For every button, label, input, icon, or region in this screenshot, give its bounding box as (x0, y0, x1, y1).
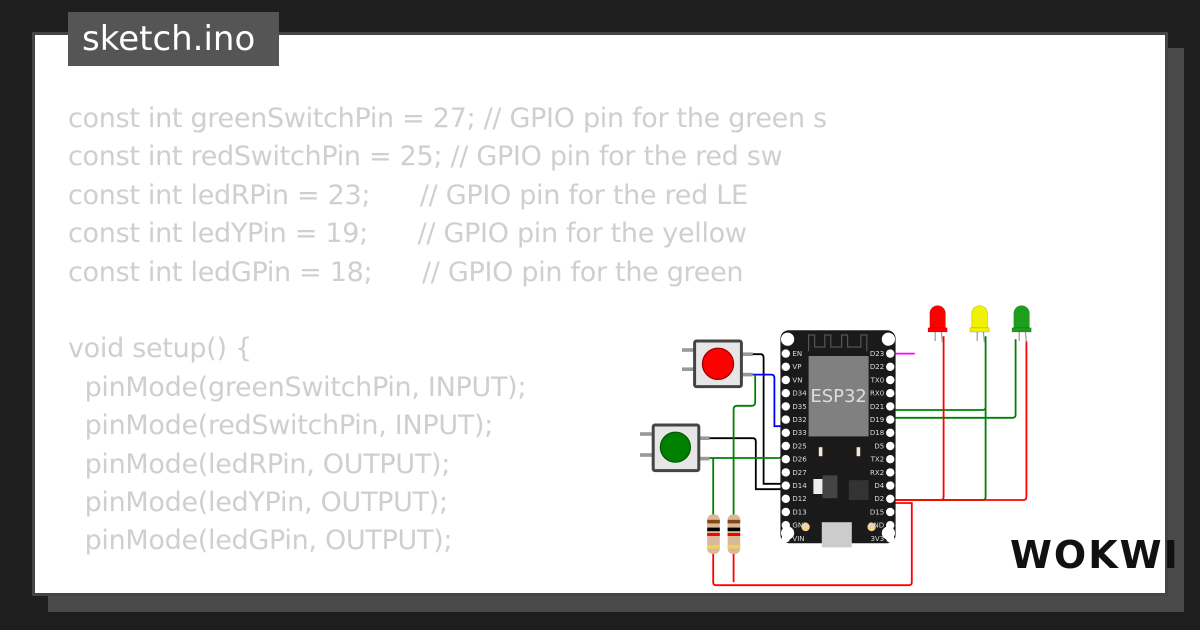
pin-TX0[interactable] (886, 375, 895, 385)
pin-label: RX2 (870, 468, 884, 477)
pin-RX2[interactable] (886, 468, 895, 477)
pin-label: D23 (870, 349, 884, 358)
pin-D18[interactable] (886, 428, 895, 437)
pin-label: D19 (870, 415, 884, 424)
red-pushbutton[interactable] (682, 339, 753, 389)
code-line: pinMode(ledYPin, OUTPUT); (68, 487, 449, 519)
code-line: pinMode(ledGPin, OUTPUT); (68, 525, 453, 557)
code-line: const int greenSwitchPin = 27; // GPIO p… (68, 103, 827, 134)
pin-label: TX0 (870, 375, 885, 384)
pin-VP[interactable] (781, 362, 790, 371)
pin-TX2[interactable] (886, 455, 895, 464)
pin-label: D25 (792, 441, 806, 450)
pin-D13[interactable] (781, 507, 790, 517)
pin-label: D22 (870, 362, 884, 371)
pin-GND[interactable] (886, 521, 895, 530)
pin-VN[interactable] (781, 375, 790, 385)
led[interactable] (927, 305, 948, 343)
pin-3V3[interactable] (886, 534, 895, 543)
pin-label: VN (792, 375, 802, 384)
pin-label: D26 (792, 455, 807, 464)
code-line: void setup() { (68, 333, 252, 365)
wire-red-button-d25 (739, 373, 786, 428)
pin-D14[interactable] (781, 481, 790, 490)
pin-D23[interactable] (886, 349, 895, 358)
pin-label: GND (792, 521, 808, 530)
code-line: pinMode(greenSwitchPin, INPUT); (68, 371, 527, 403)
pin-D33[interactable] (781, 428, 790, 437)
wire-yellow-led-gnd (890, 408, 987, 501)
pin-D4[interactable] (886, 481, 895, 490)
resistor-2 (727, 514, 741, 554)
pin-label: D5 (874, 441, 884, 450)
pin-label: D34 (792, 389, 807, 398)
pin-label: D2 (874, 494, 884, 503)
pin-D22[interactable] (886, 362, 895, 371)
pin-RX0[interactable] (886, 389, 895, 398)
pin-label: D13 (792, 507, 806, 516)
pin-label: D27 (792, 468, 806, 477)
pin-D2[interactable] (886, 494, 895, 503)
wire-d19-yellow-led (890, 336, 987, 411)
pin-D35[interactable] (781, 402, 790, 411)
pin-D32[interactable] (781, 415, 790, 424)
pin-D25[interactable] (781, 441, 790, 451)
pin-D34[interactable] (781, 389, 790, 398)
pin-label: 3V3 (870, 534, 884, 543)
pin-label: TX2 (870, 455, 885, 464)
pin-VIN[interactable] (781, 534, 790, 543)
wire-d18-green-led (890, 339, 1017, 419)
pin-D27[interactable] (781, 468, 790, 477)
pin-label: D15 (870, 507, 884, 516)
resistor-1 (707, 514, 720, 554)
wire-green-button-gnd (696, 437, 786, 491)
pin-label: D4 (874, 481, 884, 490)
pin-D19[interactable] (886, 415, 895, 424)
code-line: pinMode(redSwitchPin, INPUT); (68, 410, 494, 442)
file-tab[interactable]: sketch.ino (68, 12, 280, 66)
code-line: const int ledGPin = 18; // GPIO pin for … (68, 256, 744, 288)
board-label: ESP32 (810, 386, 867, 407)
pin-label: D32 (792, 415, 806, 424)
pin-label: D18 (870, 428, 884, 437)
pin-D5[interactable] (886, 441, 895, 451)
pin-D26[interactable] (781, 455, 790, 464)
pin-D15[interactable] (886, 507, 895, 517)
pin-label: D35 (792, 402, 806, 411)
pin-label: VIN (792, 534, 804, 543)
led[interactable] (969, 305, 990, 343)
pin-label: D21 (870, 402, 884, 411)
esp32-board: ESP32 ENVPVND34D35D32D33D25D26D27D14D12D… (780, 330, 896, 548)
led[interactable] (1011, 305, 1032, 343)
code-line: const int redSwitchPin = 25; // GPIO pin… (68, 141, 783, 173)
pin-label: EN (792, 349, 802, 358)
pin-label: RX0 (870, 389, 884, 398)
green-pushbutton[interactable] (640, 423, 710, 473)
pin-GND[interactable] (781, 521, 790, 530)
wire-resistor-3v3 (712, 502, 913, 587)
code-line: pinMode(ledRPin, OUTPUT); (68, 448, 451, 480)
pin-label: GND (868, 521, 884, 530)
wire-red-button-gnd (739, 353, 786, 485)
pin-D12[interactable] (781, 494, 790, 503)
code-line: const int ledRPin = 23; // GPIO pin for … (68, 179, 748, 211)
wires (696, 336, 1028, 587)
pin-EN[interactable] (781, 349, 790, 358)
wire-green-button-d27 (696, 448, 786, 459)
pin-label: D14 (792, 481, 807, 490)
code-background: const int greenSwitchPin = 27; // GPIO p… (68, 100, 827, 561)
pin-D21[interactable] (886, 402, 895, 411)
code-line: const int ledYPin = 19; // GPIO pin for … (68, 218, 747, 250)
wire-red-button-resistor (732, 374, 757, 517)
wire-green-led-gnd (890, 341, 1028, 501)
pin-label: D12 (792, 494, 806, 503)
wokwi-logo: WOKWI (1010, 533, 1180, 577)
pin-label: D33 (792, 428, 806, 437)
pin-label: VP (792, 362, 801, 371)
